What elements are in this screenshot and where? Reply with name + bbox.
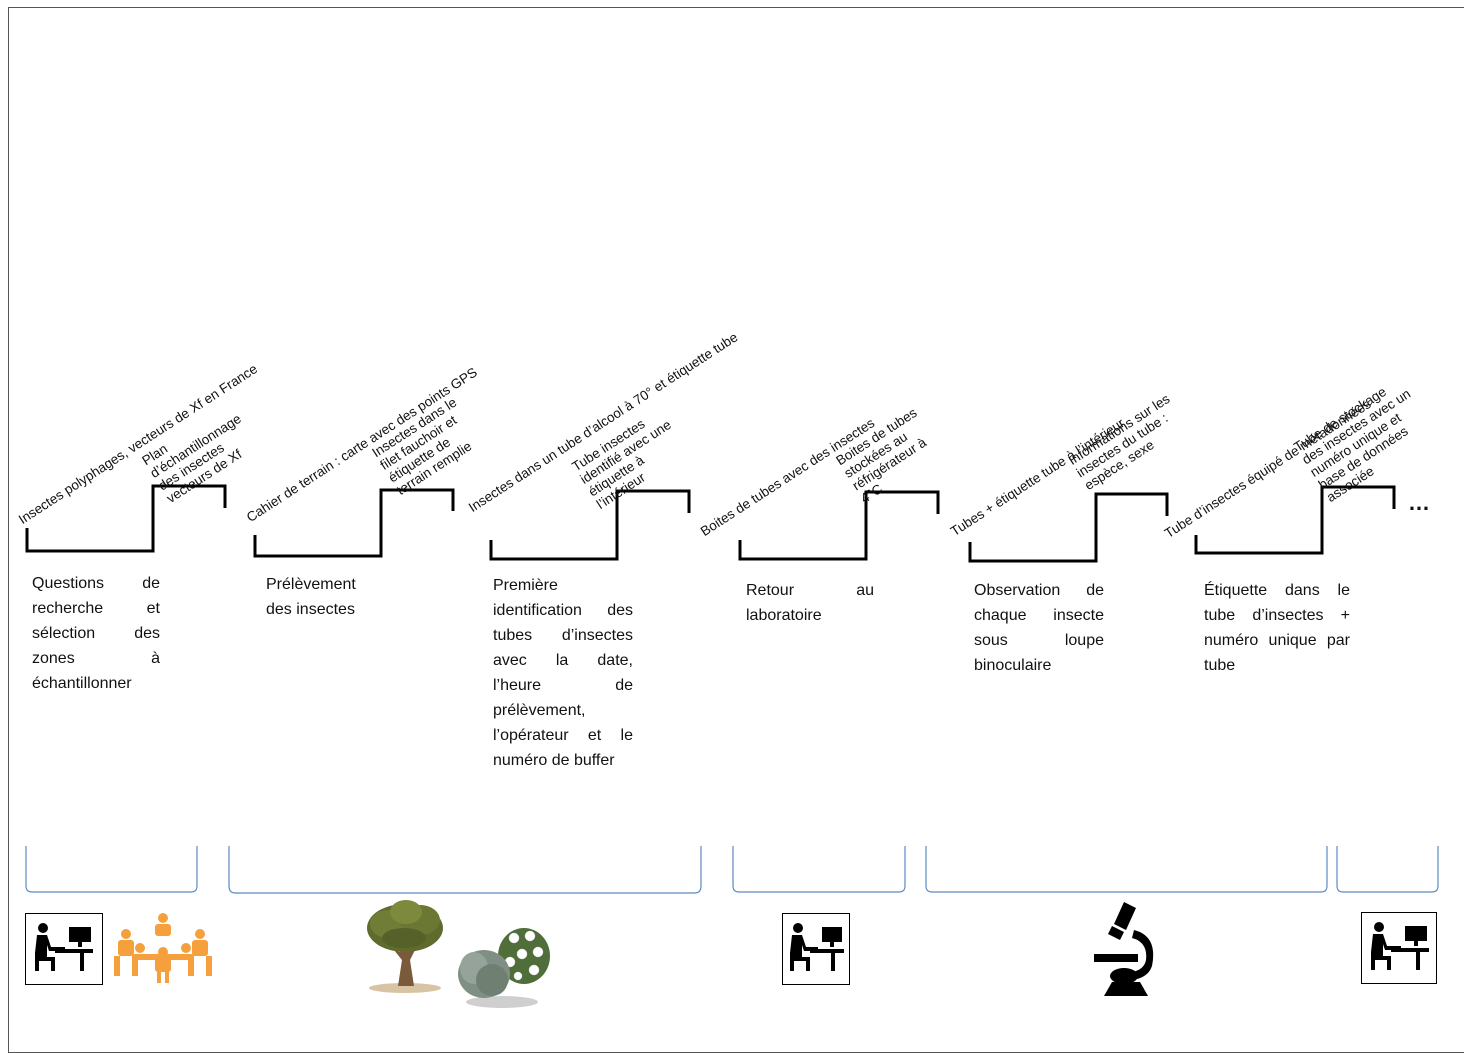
olive-tree-icon — [367, 900, 443, 993]
meeting-group-icon — [114, 913, 212, 983]
step-shape-3 — [489, 489, 691, 561]
step-1-description: Questions de recherche et sélection des … — [32, 575, 160, 692]
bracket-3 — [732, 846, 906, 893]
computer-user-icon — [25, 913, 103, 985]
bracket-4 — [925, 846, 1328, 893]
computer-user-icon — [1361, 912, 1437, 984]
step-shape-4 — [738, 490, 940, 561]
step-2-description: Prélèvement des insectes — [266, 576, 356, 618]
step-4-description: Retour au laboratoire — [746, 582, 874, 624]
computer-user-icon — [782, 913, 850, 985]
step-shape-6 — [1194, 485, 1396, 555]
microscope-icon — [1094, 902, 1154, 996]
bracket-1 — [25, 846, 198, 893]
shrub-icon — [458, 928, 550, 1008]
step-shape-2 — [253, 488, 455, 558]
bracket-2 — [228, 846, 702, 894]
step-shape-5 — [968, 492, 1169, 563]
continuation-ellipsis: … — [1408, 490, 1431, 515]
step-5-description: Observation de chaque insecte sous loupe… — [974, 582, 1104, 674]
step-6-description: Étiquette dans le tube d’insectes + numé… — [1204, 582, 1350, 674]
step-3-description: Première identification des tubes d’inse… — [493, 577, 633, 769]
step-shape-1 — [25, 484, 227, 553]
bracket-5 — [1336, 846, 1439, 893]
